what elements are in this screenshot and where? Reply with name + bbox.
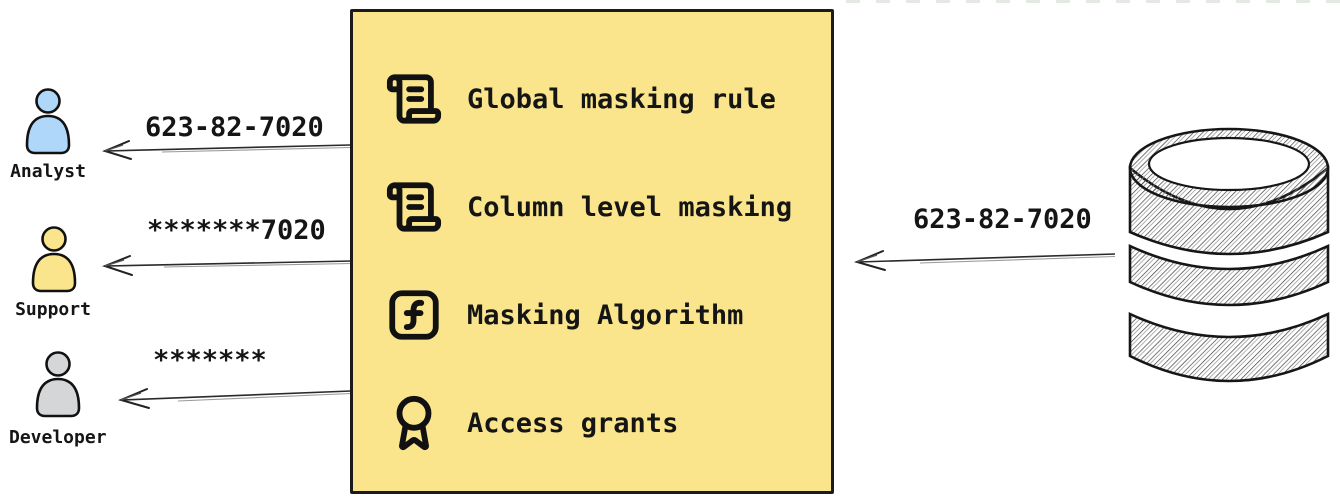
masked-value-analyst: 623-82-7020 [145,112,324,143]
award-icon [385,394,443,452]
support-label: Support [15,299,91,320]
scroll-text-icon [385,70,443,128]
support-head [41,226,67,252]
masked-value-support: *******7020 [147,215,326,246]
masking-rules-box: Global masking rule Column level masking… [350,9,834,494]
support-body [31,252,77,293]
database-middle-segment [1128,243,1330,307]
masking-box-item-label: Masking Algorithm [467,299,744,331]
masked-value-developer: ******* [153,345,267,376]
arrow-to-support [102,255,353,276]
arrow-to-analyst [102,140,351,160]
masking-box-item-global-rule: Global masking rule [385,45,831,153]
inbound-value-label: 623-82-7020 [913,204,1092,235]
function-square-icon [385,286,443,344]
masking-box-item-label: Column level masking [467,191,793,223]
masking-box-item-algorithm: Masking Algorithm [385,261,831,369]
developer-label: Developer [9,427,107,448]
masking-box-item-label: Access grants [467,407,679,439]
analyst-body [25,114,71,155]
arrow-to-developer [118,388,352,409]
masking-box-item-access-grants: Access grants [385,369,831,477]
database-cylinder-icon [1128,127,1330,383]
developer-head [45,351,71,377]
masking-box-item-label: Global masking rule [467,83,776,115]
analyst-person-icon [25,88,71,155]
analyst-head [35,88,61,114]
database-rim-inner [1147,136,1311,192]
arrow-from-database [854,250,1116,271]
cropped-dashed-line [846,0,1340,3]
developer-person-icon [35,351,81,418]
analyst-label: Analyst [10,161,86,182]
masking-box-item-column-masking: Column level masking [385,153,831,261]
support-person-icon [31,226,77,293]
developer-body [35,377,81,418]
database-bottom-segment [1128,311,1330,383]
scroll-text-icon [385,178,443,236]
